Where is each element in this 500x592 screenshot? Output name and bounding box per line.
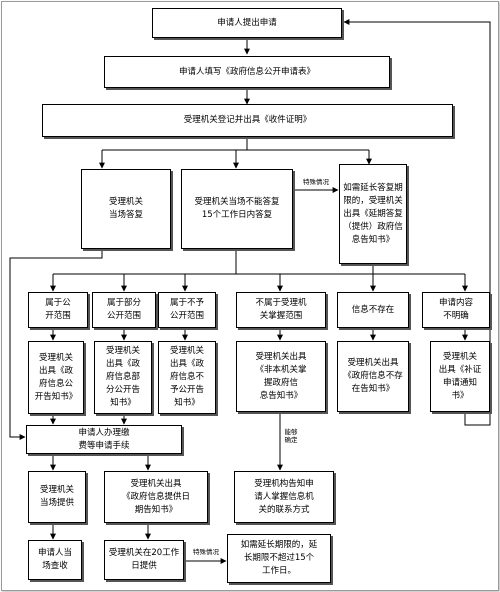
step-fill-application-form: 申请人填写《政府信息公开申请表》 xyxy=(104,56,390,88)
category-not-held: 不属于受理机 关掌握范围 xyxy=(236,292,326,328)
notice-partial-public: 受理机关 出具《政 府信息部 分公开告 知书》 xyxy=(94,341,152,414)
notice-not-held: 受理机关出具 《非本机关掌 握政府信 息告知书》 xyxy=(236,341,326,412)
step-onsite-provide: 受理机关 当场提供 xyxy=(28,471,86,523)
category-not-public: 属于不予 公开范围 xyxy=(158,292,216,328)
step-receive-onsite: 申请人当 场查收 xyxy=(28,540,82,580)
label-if-certain: 能够 确定 xyxy=(284,428,298,444)
category-not-exist: 信息不存在 xyxy=(337,292,409,328)
category-public: 属于公 开范围 xyxy=(28,292,88,328)
step-contact-info: 受理机构告知申 请人掌握信息机 关的联系方式 xyxy=(234,471,334,523)
notice-public: 受理机关 出具《政 府信息公 开告知书》 xyxy=(28,341,84,414)
notice-supplement: 受理机关 出具《补证 申请通知 书》 xyxy=(430,341,490,412)
branch-category-split xyxy=(53,249,465,275)
line-onsite-to-handling xyxy=(9,249,103,440)
step-provide-in-20-days: 受理机关在20工作 日提供 xyxy=(104,540,184,580)
step-onsite-reply: 受理机关 当场答复 xyxy=(81,169,171,249)
label-special-case-2: 特殊情况 xyxy=(193,548,219,556)
category-partial-public: 属于部分 公开范围 xyxy=(92,292,156,328)
notice-not-public: 受理机关 出具《政 府信息不 予公开告 知书》 xyxy=(158,341,216,414)
notice-not-exist: 受理机关出具 《政府信息不存 在告知书》 xyxy=(337,341,409,412)
label-special-case-1: 特殊情况 xyxy=(303,178,329,186)
step-register-receipt: 受理机关登记并出具《收件证明》 xyxy=(42,104,453,137)
step-fee-procedures: 申请人办理缴 费等申请手续 xyxy=(26,425,182,454)
step-extension-limit: 如需延长期限的，延 长期限不超过15个 工作日。 xyxy=(227,534,331,583)
step-submit-application: 申请人提出申请 xyxy=(152,8,342,38)
step-extension-notice: 如需延长答复期 限的，受理机关 出具《延期答复 （提供）政府信 息告知书》 xyxy=(339,164,407,264)
step-reply-within-15-days: 受理机关当场不能答复 15个工作日内答复 xyxy=(181,169,293,249)
category-unclear: 申请内容 不明确 xyxy=(422,292,490,328)
step-provide-date-notice: 受理机关出具 《政府信息提供日 期告知书》 xyxy=(104,471,208,523)
branch-register-split xyxy=(102,137,369,151)
loop-supplement-to-start xyxy=(343,19,491,426)
